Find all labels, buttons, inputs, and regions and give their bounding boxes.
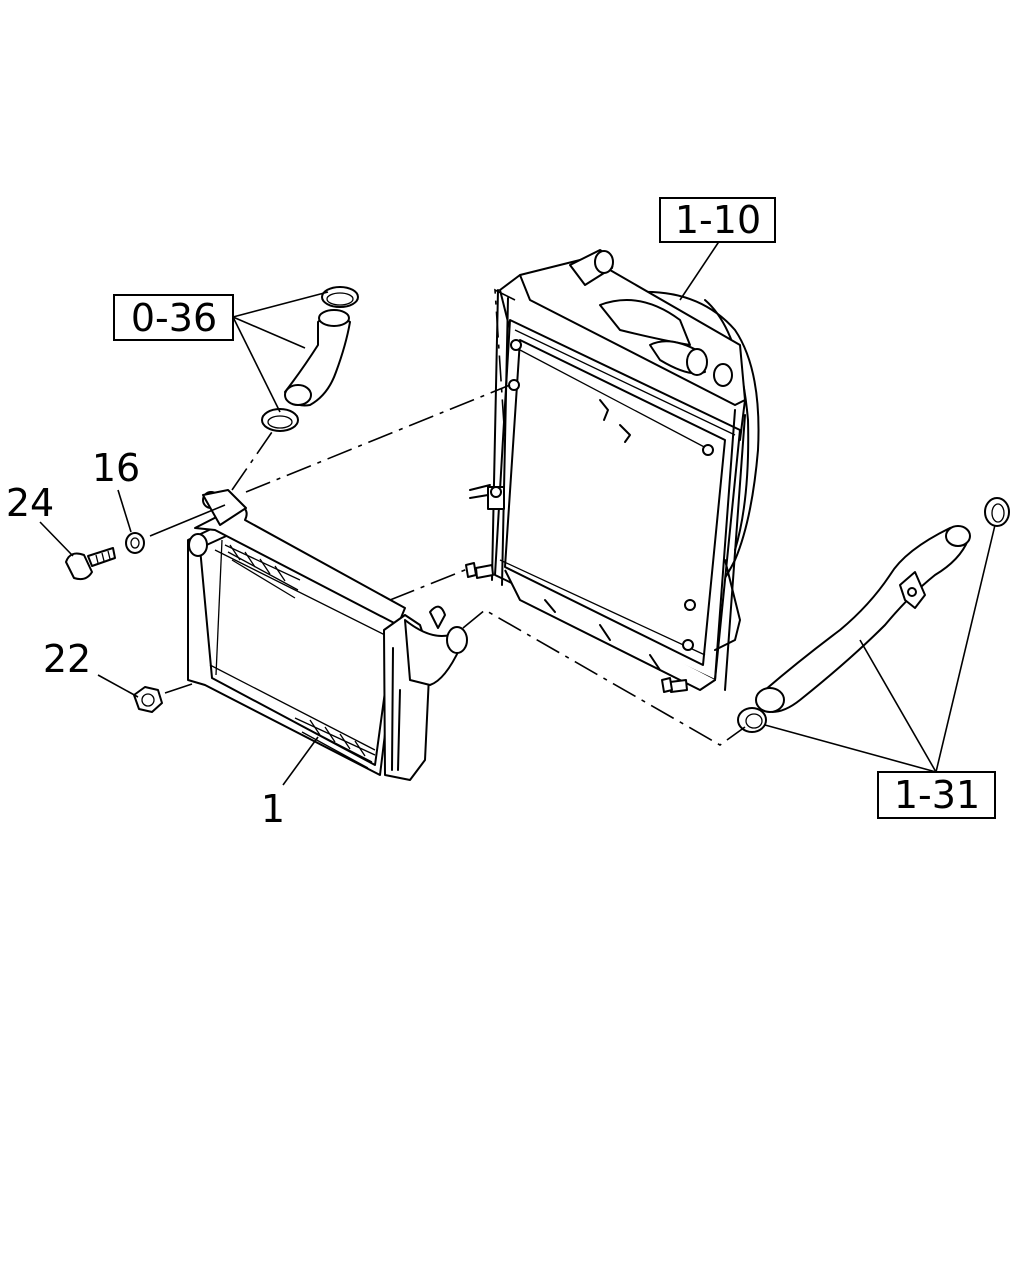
callout-22: 22 [43, 637, 91, 681]
ref-label-1-10: 1-10 [675, 198, 761, 242]
hose-0-36-set [261, 286, 359, 432]
ref-box-1-31: 1-31 [877, 771, 996, 819]
ref-box-1-10: 1-10 [659, 197, 776, 243]
radiator-assembly [465, 249, 760, 693]
bolt-24 [65, 547, 116, 581]
assembly-lines [149, 288, 746, 746]
ref-label-0-36: 0-36 [131, 296, 217, 340]
ref-label-1-31: 1-31 [894, 773, 980, 817]
ref-box-0-36: 0-36 [113, 294, 234, 341]
washer-16 [125, 532, 145, 554]
intercooler [187, 489, 468, 781]
leader-lines [39, 239, 996, 786]
nut-22 [133, 686, 163, 713]
hose-1-31-set [737, 497, 1010, 733]
callout-24: 24 [6, 481, 54, 525]
callout-16: 16 [92, 446, 140, 490]
callout-1: 1 [261, 787, 285, 831]
